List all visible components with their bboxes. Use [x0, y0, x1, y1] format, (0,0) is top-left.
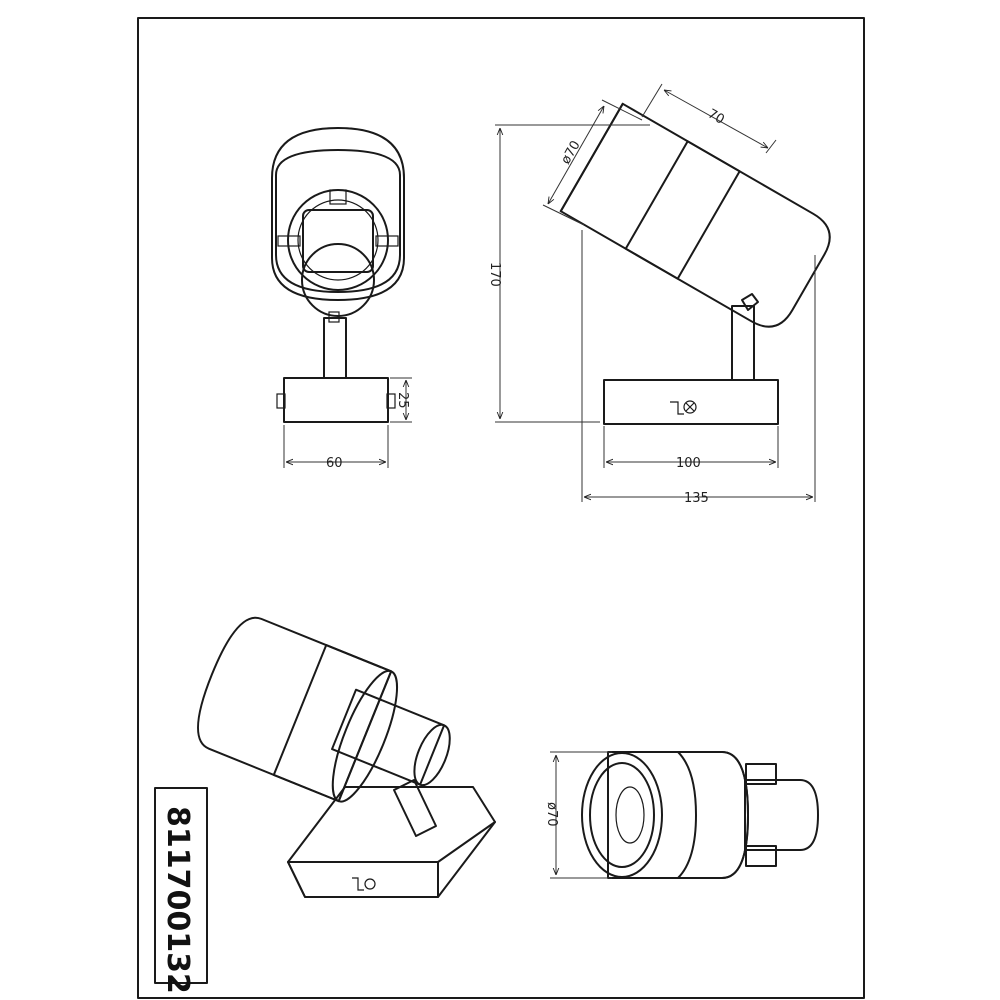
side-view: 170 100 135 70 ø70 [487, 83, 831, 506]
title-block: 811700132 [154, 787, 208, 994]
mounting-screw-icon [670, 400, 697, 415]
perspective-screw-icon [352, 877, 376, 891]
dim-bottom-diameter: ø70 [544, 802, 559, 827]
dim-shade-diameter: ø70 [558, 138, 583, 167]
dim-side-total-height: 170 [487, 262, 502, 287]
perspective-view [197, 616, 496, 898]
dim-side-base-width: 100 [676, 456, 701, 471]
dim-front-base-height: 25 [395, 392, 410, 409]
front-view: 25 60 [271, 127, 412, 471]
drawing-frame [137, 17, 865, 999]
dim-front-base-width: 60 [326, 456, 343, 471]
dim-side-total-width: 135 [684, 491, 709, 506]
dim-shade-length: 70 [705, 106, 727, 127]
product-code: 811700132 [160, 806, 195, 994]
bottom-view: ø70 [544, 751, 819, 879]
